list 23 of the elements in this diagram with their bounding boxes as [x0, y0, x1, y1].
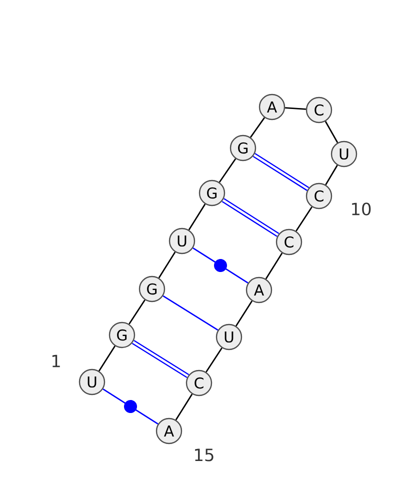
backbone-line	[128, 300, 146, 324]
base-pair-line	[222, 198, 280, 237]
backbone-line	[265, 252, 283, 280]
backbone-line	[285, 107, 306, 110]
position-number: 10	[352, 202, 371, 216]
backbone-line	[175, 394, 193, 420]
base-pair-line	[162, 295, 218, 331]
base-pair-line	[132, 340, 190, 378]
base-pair-line	[252, 153, 310, 191]
position-number: 15	[195, 448, 214, 462]
backbone-line	[206, 348, 222, 372]
backbone-line	[296, 206, 312, 232]
backbone-line	[325, 164, 338, 186]
base-pair-line	[192, 247, 248, 284]
base-pair-line	[102, 388, 158, 425]
backbone-line	[324, 121, 338, 143]
backbone-line	[158, 252, 176, 278]
backbone-line	[235, 300, 253, 326]
backbone-line	[188, 204, 206, 230]
backbone-line	[250, 117, 265, 138]
backbone-line	[98, 346, 116, 372]
backbone-line	[218, 158, 236, 183]
position-number: 1	[52, 354, 60, 368]
